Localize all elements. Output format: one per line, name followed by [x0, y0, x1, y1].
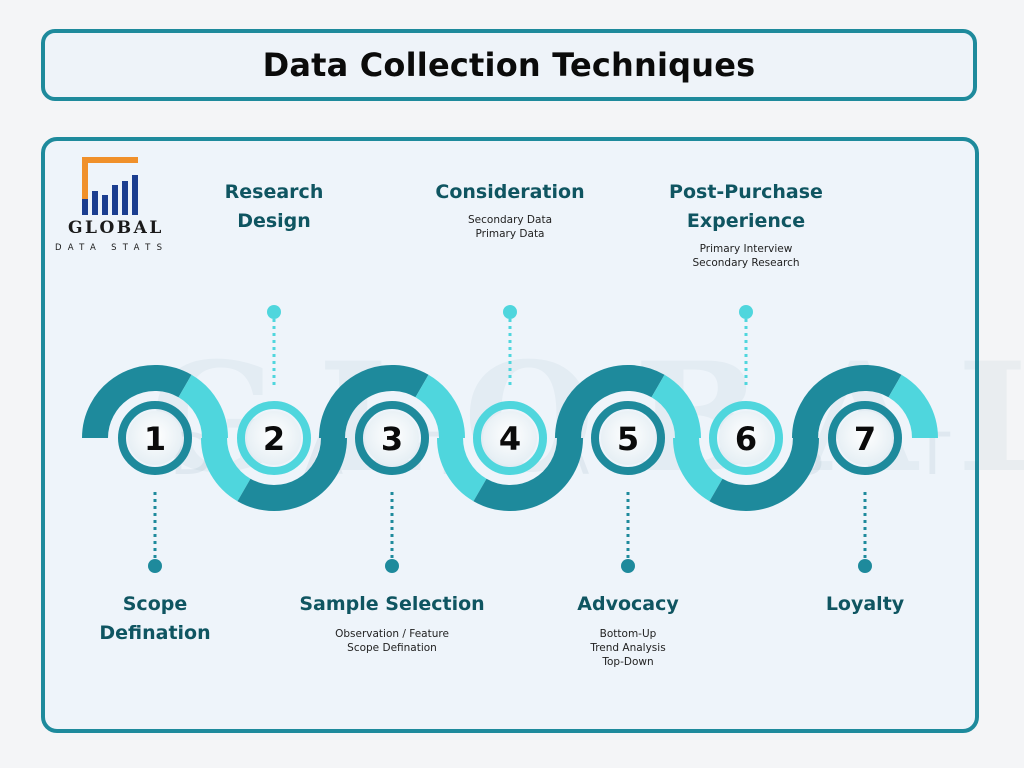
step-badge-1: 1 [118, 401, 192, 475]
wave-segment-lower-2 [237, 437, 347, 511]
wave-segment-lower-6 [709, 437, 819, 511]
wave-segment-upper-1 [82, 365, 192, 439]
badge-ring [118, 401, 192, 475]
step-label-3: Sample Selection [299, 590, 484, 619]
step-badge-6: 6 [709, 401, 783, 475]
connector-dot-4 [503, 305, 517, 319]
badge-core [838, 411, 892, 465]
wave-segment-upper-accent-7 [887, 374, 938, 439]
global-data-stats-logo [82, 157, 138, 215]
step-badges: 1 2 3 4 5 6 7 [118, 401, 902, 475]
logo-text-global: GLOBAL [68, 218, 164, 238]
step-label-line: Consideration [435, 181, 585, 203]
detail-line: Scope Defination [347, 642, 437, 654]
step-label-line: Experience [686, 210, 806, 232]
step-number: 1 [144, 420, 166, 458]
step-label-7: Loyalty [826, 590, 904, 619]
step-label-5: Advocacy [577, 590, 678, 619]
step-number: 6 [735, 420, 757, 458]
step-label-line: Design [237, 210, 311, 232]
logo-text-data-stats: DATA STATS [55, 243, 169, 253]
wave-segment-upper-5 [555, 365, 665, 439]
detail-line: Trend Analysis [590, 642, 666, 654]
step-number: 2 [263, 420, 285, 458]
wave-segment-lower-4 [473, 437, 583, 511]
step-badge-5: 5 [591, 401, 665, 475]
wave-segment-lower-accent-6 [673, 437, 724, 502]
detail-line: Top-Down [602, 656, 654, 668]
badge-core [247, 411, 301, 465]
step-number: 7 [854, 420, 876, 458]
step-label-4: Consideration [435, 178, 584, 207]
step-label-line: Research [224, 181, 324, 203]
connectors [148, 305, 872, 573]
wave-segment-upper-7 [792, 365, 902, 439]
badge-ring [237, 401, 311, 475]
badge-ring [473, 401, 547, 475]
badge-ring [591, 401, 665, 475]
badge-ring [828, 401, 902, 475]
wave-segment-lower-accent-2 [201, 437, 252, 502]
badge-core [365, 411, 419, 465]
step-number: 3 [381, 420, 403, 458]
wave-segment-upper-accent-1 [177, 374, 228, 439]
detail-line: Primary Interview [699, 243, 793, 255]
detail-line: Primary Data [475, 228, 545, 240]
connector-dot-2 [267, 305, 281, 319]
badge-core [601, 411, 655, 465]
step-badge-3: 3 [355, 401, 429, 475]
step-badge-2: 2 [237, 401, 311, 475]
step-label-line: Post-Purchase [669, 181, 823, 203]
step-label-line: Advocacy [577, 593, 679, 615]
detail-line: Secondary Research [692, 257, 800, 269]
step-badge-4: 4 [473, 401, 547, 475]
connector-dot-5 [621, 559, 635, 573]
step-number: 4 [499, 420, 521, 458]
step-label-line: Sample Selection [299, 593, 485, 615]
detail-line: Observation / Feature [335, 628, 449, 640]
step-label-line: Loyalty [825, 593, 905, 615]
title-banner: Data Collection Techniques [41, 29, 977, 101]
step-label-line: Defination [99, 622, 211, 644]
badge-core [483, 411, 537, 465]
wave-segment-lower-accent-4 [437, 437, 488, 502]
connector-dot-3 [385, 559, 399, 573]
connector-dot-1 [148, 559, 162, 573]
wave-segment-upper-accent-3 [414, 374, 465, 439]
badge-ring [709, 401, 783, 475]
step-label-line: Scope [122, 593, 188, 615]
detail-line: Bottom-Up [599, 628, 657, 640]
step-number: 5 [617, 420, 639, 458]
detail-line: Secondary Data [467, 214, 553, 226]
wave-path [82, 365, 938, 511]
page-title: Data Collection Techniques [262, 46, 756, 84]
badge-core [128, 411, 182, 465]
step-badge-7: 7 [828, 401, 902, 475]
badge-core [719, 411, 773, 465]
connector-dot-6 [739, 305, 753, 319]
connector-dot-7 [858, 559, 872, 573]
wave-segment-upper-3 [319, 365, 429, 439]
badge-ring [355, 401, 429, 475]
wave-segment-upper-accent-5 [650, 374, 701, 439]
